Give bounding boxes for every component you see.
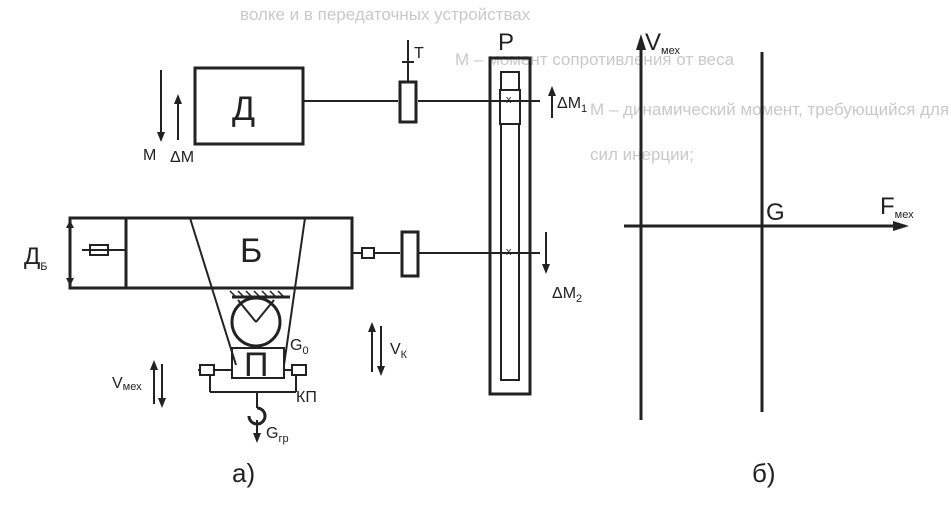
background-line-2: М – момент сопротивления от веса <box>455 50 735 69</box>
torque-arrow-dm-head <box>174 94 182 104</box>
v-axis-label: Vмех <box>645 29 680 57</box>
hook-clamp-right-block <box>291 364 307 376</box>
hook-clamp-left-block <box>199 364 215 376</box>
background-text: волке и в передаточных устройствах М – м… <box>240 5 951 164</box>
brake-label: Т <box>414 45 424 62</box>
drum-box <box>68 216 354 290</box>
drum-diameter-label: ДБ <box>24 243 47 273</box>
motor-box <box>193 66 305 146</box>
delta-m2-label: ΔM2 <box>552 285 582 305</box>
g0-label: G0 <box>290 337 309 357</box>
delta-m2-arrow-head <box>542 264 550 274</box>
point-g-label: G <box>766 199 785 226</box>
vk-arrow-down-head <box>377 366 385 376</box>
background-line-1: волке и в передаточных устройствах <box>240 5 531 24</box>
gearbox-label: Р <box>498 29 514 56</box>
background-line-3: М – динамический момент, требующийся для… <box>590 100 951 119</box>
torque-label: М <box>143 147 156 164</box>
hook-block-box <box>231 347 285 379</box>
motor-label: Д <box>232 90 255 128</box>
gear-mark-top: x <box>506 94 512 106</box>
f-axis-label: Fмех <box>880 193 914 221</box>
vk-arrow-up-head <box>368 322 376 332</box>
hook-clamp-label: КП <box>296 389 317 406</box>
f-axis-arrow-head <box>893 221 909 231</box>
hook-block-label: П <box>244 346 268 384</box>
load-arrow-head <box>253 433 261 443</box>
drum-shaft-brake-disc <box>400 230 420 278</box>
drum-shaft-coupling-a <box>361 247 375 259</box>
gearbox-belt <box>500 71 520 381</box>
torque-delta-label: ΔM <box>170 149 194 166</box>
drum-dim-top-head <box>66 220 74 228</box>
delta-m1-label: ΔM1 <box>557 95 587 115</box>
drum-dim-bottom-head <box>66 278 74 286</box>
diagram-a-caption: а) <box>232 458 255 488</box>
drum-label: Б <box>240 232 262 270</box>
vmex-arrow-up-head <box>150 360 158 370</box>
gearbox-housing <box>488 56 532 396</box>
vmex-label: Vмех <box>112 375 142 393</box>
rope-right <box>283 217 306 366</box>
hook-icon <box>247 406 267 426</box>
vmex-arrow-down-head <box>158 398 166 408</box>
delta-m1-arrow-head <box>548 86 556 96</box>
ggr-label: Gгр <box>266 425 289 445</box>
brake-disc <box>398 80 418 124</box>
v-axis-arrow-head <box>636 34 646 50</box>
sheave-support-hatch <box>229 290 285 298</box>
diagram-b-caption: б) <box>752 458 776 488</box>
diagram-a-hoist-kinematic-scheme: Д М ΔM Т x x Р ΔM1 ΔM2 <box>24 29 587 488</box>
vk-label: VК <box>390 341 408 361</box>
sheave-spoke-left <box>237 299 257 323</box>
gearbox-top-gear <box>499 89 521 125</box>
diagram-b-velocity-force-axes: Vмех Fмех G б) <box>624 29 914 488</box>
torque-arrow-m-head <box>157 132 165 142</box>
sheave-spoke-right <box>255 299 275 323</box>
rope-left <box>189 217 237 366</box>
sheave-wheel <box>230 296 282 348</box>
gear-mark-bottom: x <box>506 246 512 258</box>
